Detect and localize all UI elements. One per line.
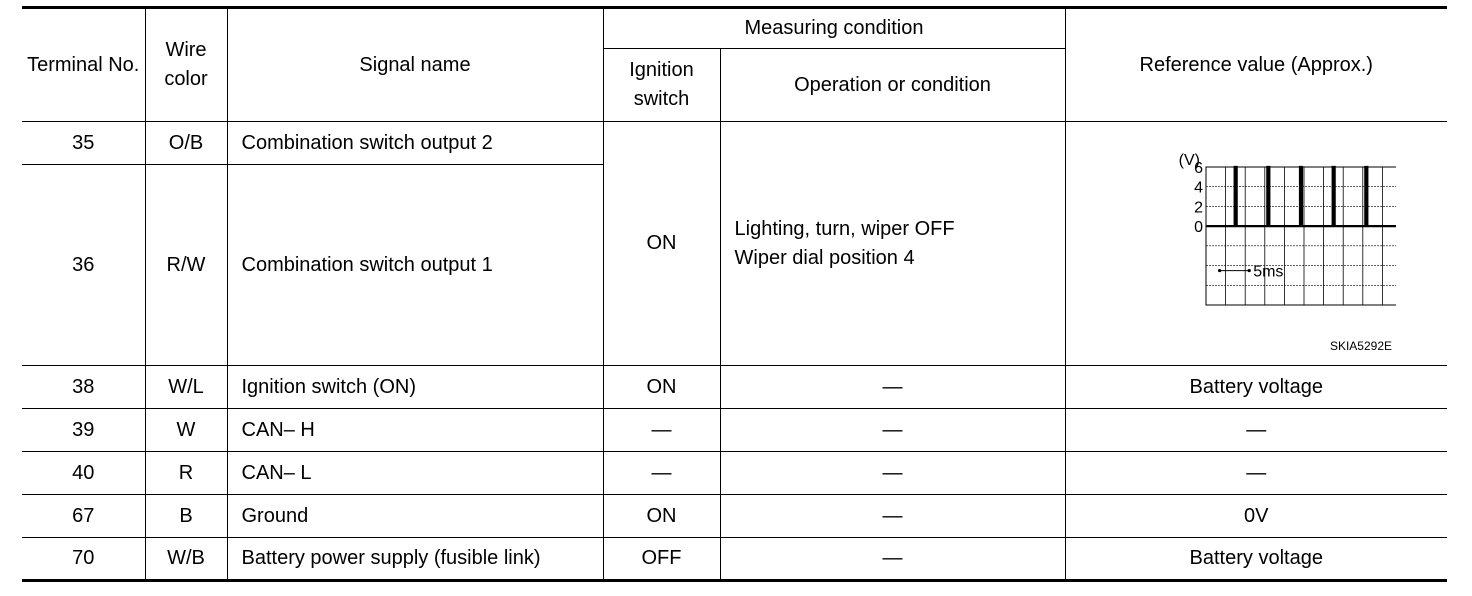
- waveform-tick-label: 0: [1194, 219, 1203, 236]
- time-scale-label: 5ms: [1253, 264, 1283, 281]
- operation-cell: —: [719, 451, 1066, 495]
- table-row: 38 W/L Ignition switch (ON) ON — Battery…: [22, 365, 1447, 409]
- header-reference-value: Reference value (Approx.): [1064, 7, 1447, 122]
- operation-cell: —: [719, 537, 1066, 581]
- terminal-cell: 35: [22, 121, 146, 165]
- signal-cell: CAN– L: [226, 451, 604, 495]
- time-scale-arrow-start: [1218, 268, 1222, 273]
- reference-cell: 0V: [1064, 494, 1447, 538]
- table-row: 67 B Ground ON — 0V: [22, 494, 1447, 538]
- signal-cell: CAN– H: [226, 408, 604, 452]
- wire-cell: W/L: [144, 365, 228, 409]
- ignition-cell: —: [602, 451, 721, 495]
- operation-cell: —: [719, 408, 1066, 452]
- signal-cell: Combination switch output 1: [226, 164, 603, 366]
- ignition-cell: —: [602, 408, 721, 452]
- wire-cell: B: [144, 494, 228, 538]
- terminal-cell: 70: [22, 537, 146, 581]
- waveform-figure: (V)6 4 2 0 5ms: [1179, 152, 1397, 306]
- wire-cell: W/B: [144, 537, 228, 581]
- figure-code: SKIA5292E: [1329, 339, 1392, 353]
- ignition-cell: ON: [602, 121, 721, 366]
- ignition-cell: OFF: [602, 537, 721, 581]
- table-row: 70 W/B Battery power supply (fusible lin…: [22, 537, 1447, 581]
- operation-cell: Lighting, turn, wiper OFF Wiper dial pos…: [719, 121, 1066, 366]
- header-operation: Operation or condition: [719, 48, 1065, 122]
- terminal-spec-table: Terminal No. Wire color Signal name Meas…: [22, 6, 1447, 582]
- table-row: 39 W CAN– H — — —: [22, 408, 1447, 452]
- ignition-cell: ON: [602, 365, 721, 409]
- header-terminal-no: Terminal No.: [22, 7, 146, 122]
- reference-cell: Battery voltage: [1064, 365, 1447, 409]
- signal-cell: Battery power supply (fusible link): [226, 537, 604, 581]
- terminal-cell: 67: [22, 494, 146, 538]
- terminal-cell: 38: [22, 365, 146, 409]
- wire-cell: R: [144, 451, 228, 495]
- header-wire-color: Wire color: [144, 7, 228, 122]
- wire-cell: R/W: [144, 164, 228, 366]
- terminal-cell: 39: [22, 408, 146, 452]
- header-ignition-switch: Ignition switch: [603, 48, 721, 122]
- terminal-cell: 36: [22, 164, 146, 366]
- header-measuring-condition: Measuring condition: [602, 7, 1066, 49]
- signal-cell: Combination switch output 2: [226, 121, 604, 165]
- reference-waveform-cell: (V)6 4 2 0 5ms SKIA5292E: [1064, 121, 1447, 366]
- table-row: 40 R CAN– L — — —: [22, 451, 1447, 495]
- signal-cell: Ground: [226, 494, 604, 538]
- time-scale-arrow-end: [1247, 268, 1252, 273]
- waveform-tick-label: 6: [1194, 160, 1203, 177]
- wire-cell: W: [144, 408, 228, 452]
- table-row: 35 O/B Combination switch output 2 ON Li…: [22, 121, 1447, 366]
- operation-cell: —: [719, 494, 1066, 538]
- operation-cell: —: [719, 365, 1066, 409]
- wire-cell: O/B: [144, 121, 228, 165]
- ignition-cell: ON: [602, 494, 721, 538]
- terminal-cell: 40: [22, 451, 146, 495]
- reference-cell: —: [1064, 408, 1447, 452]
- signal-cell: Ignition switch (ON): [226, 365, 604, 409]
- reference-cell: —: [1064, 451, 1447, 495]
- waveform-trace: [1206, 165, 1397, 228]
- table-row: 36 R/W Combination switch output 1: [22, 164, 1447, 366]
- header-signal-name: Signal name: [226, 7, 604, 122]
- reference-cell: Battery voltage: [1064, 537, 1447, 581]
- waveform-tick-label: 2: [1194, 199, 1203, 216]
- waveform-tick-label: 4: [1194, 180, 1203, 197]
- waveform-unit-label: (V): [1179, 152, 1200, 169]
